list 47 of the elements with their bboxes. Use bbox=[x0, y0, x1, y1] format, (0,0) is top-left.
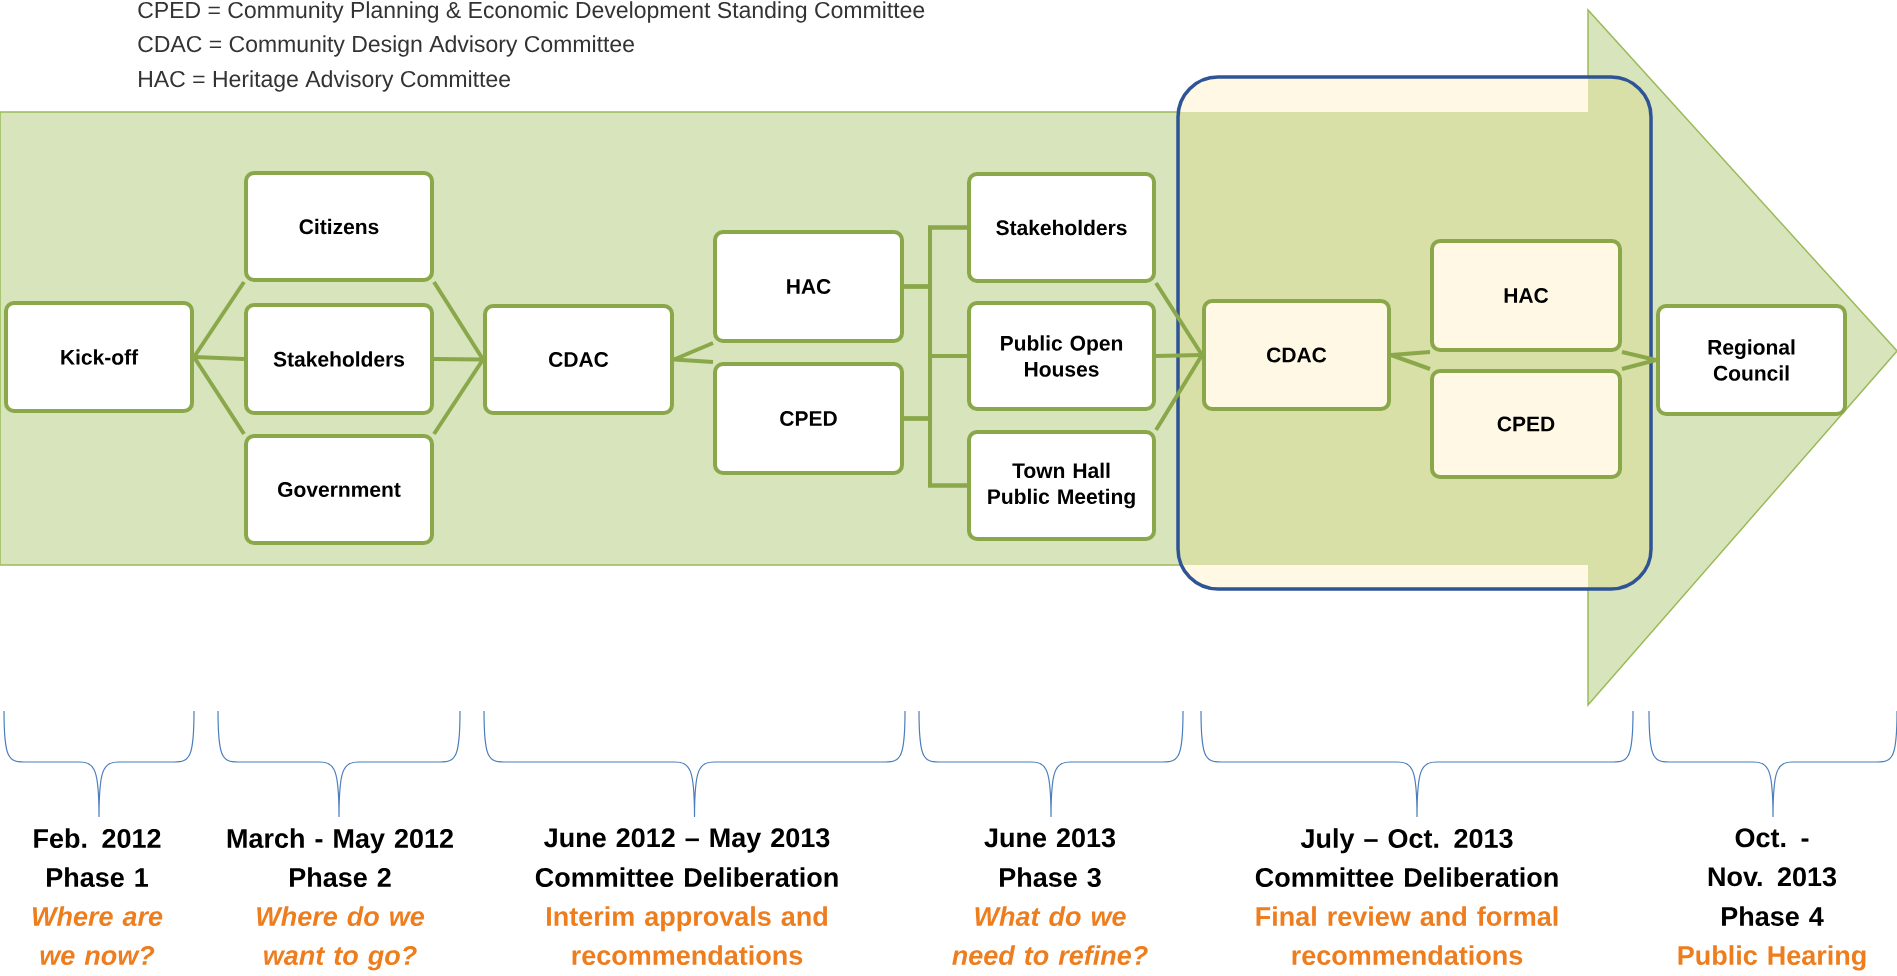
phase-label: Committee Deliberation bbox=[535, 867, 838, 888]
connector bbox=[432, 280, 485, 361]
connector bbox=[1155, 353, 1203, 358]
phase-label: Committee Deliberation bbox=[1255, 867, 1558, 888]
connector bbox=[192, 280, 246, 359]
connector bbox=[1390, 350, 1431, 357]
process-box: HAC bbox=[713, 230, 904, 343]
process-box: CDAC bbox=[483, 304, 674, 415]
phase-label: Phase 2 bbox=[290, 867, 391, 888]
phase-label: March - May 2012 bbox=[227, 828, 453, 854]
process-box: Town Hall Public Meeting bbox=[967, 430, 1156, 541]
process-box: CPED bbox=[1430, 369, 1622, 479]
connector bbox=[434, 357, 484, 362]
abbreviation-note: CDAC = Community Design Advisory Committee bbox=[138, 35, 634, 57]
phase-label: Oct. - Nov. 2013 bbox=[1708, 828, 1837, 887]
phase-description: Final review and formal recommendations bbox=[1256, 906, 1558, 966]
process-box: Regional Council bbox=[1656, 304, 1847, 416]
process-box: Stakeholders bbox=[244, 303, 434, 415]
phase-label: Phase 3 bbox=[1000, 867, 1101, 888]
connector bbox=[904, 416, 967, 488]
phase-description: Interim approvals and recommendations bbox=[547, 906, 827, 966]
process-box: Citizens bbox=[244, 171, 434, 282]
phase-label: Feb. 2012 bbox=[34, 828, 161, 849]
process-box: CDAC bbox=[1202, 299, 1391, 411]
phase-label: July – Oct. 2013 bbox=[1300, 828, 1513, 854]
phase-question: Where are we now? bbox=[32, 906, 163, 966]
phase-question: Where do we want to go? bbox=[257, 906, 424, 971]
connector bbox=[432, 358, 485, 436]
process-box: Government bbox=[244, 434, 434, 545]
connector bbox=[193, 355, 245, 361]
connector bbox=[1621, 350, 1657, 362]
phase-label: June 2012 – May 2013 bbox=[544, 828, 830, 853]
connector bbox=[1621, 358, 1657, 371]
process-box: Stakeholders bbox=[967, 172, 1156, 283]
connector bbox=[673, 357, 714, 364]
process-box: Kick-off bbox=[4, 301, 194, 413]
abbreviation-note: CPED = Community Planning & Economic Development Standing Committee bbox=[138, 1, 925, 23]
abbreviation-note: HAC = Heritage Advisory Committee bbox=[139, 70, 510, 92]
process-box: Public Open Houses bbox=[967, 301, 1156, 411]
phase-label: Phase 1 bbox=[47, 867, 149, 888]
process-box: CPED bbox=[713, 362, 904, 475]
connector bbox=[1390, 353, 1431, 371]
phase-label: Phase 4 bbox=[1722, 906, 1824, 927]
phase-label: June 2013 bbox=[984, 828, 1116, 848]
phase-description: Public Hearing bbox=[1678, 945, 1866, 971]
process-box: HAC bbox=[1430, 239, 1622, 352]
phase-question: What do we need to refine? bbox=[952, 906, 1148, 966]
